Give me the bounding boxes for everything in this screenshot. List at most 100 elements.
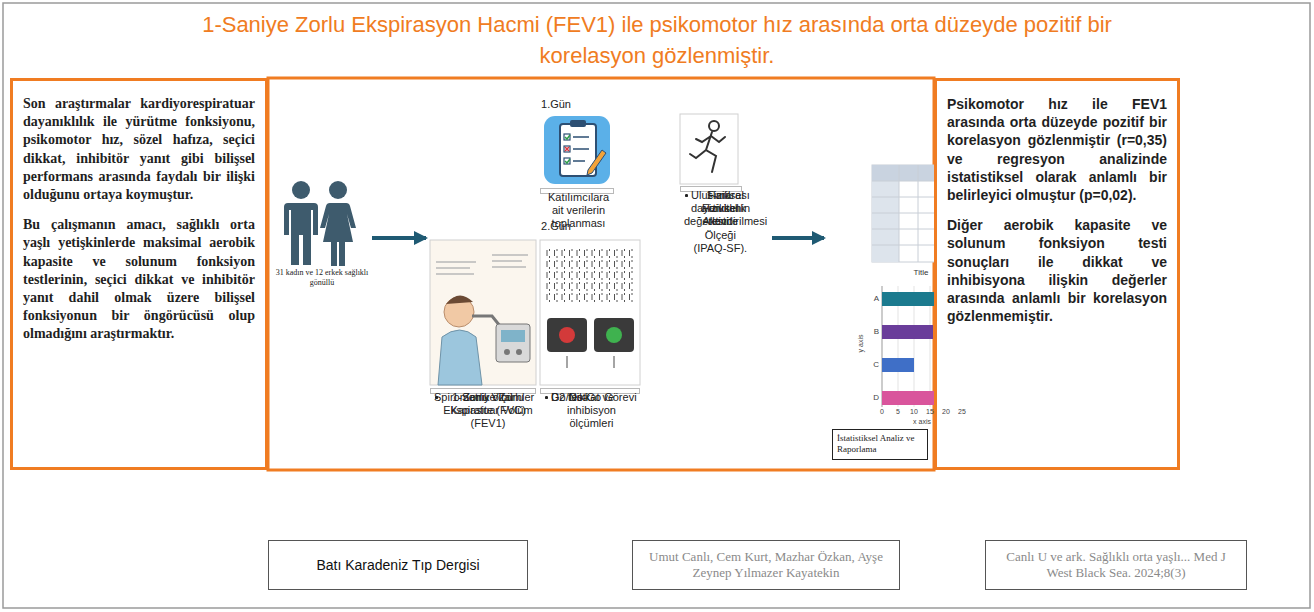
clipboard-icon: [564, 158, 570, 164]
attention-test-scene: [592, 271, 595, 280]
background-box: Son araştırmalar kardiyorespiratuar daya…: [10, 78, 268, 470]
results-table: [937, 165, 938, 262]
chart-label: B: [870, 327, 879, 336]
attention-test-scene: [630, 293, 633, 302]
attention-test-scene: [592, 282, 595, 291]
attention-test-scene: [562, 282, 565, 291]
results-table: [872, 165, 975, 262]
results-table: [872, 165, 975, 181]
attention-test-scene: [630, 282, 633, 291]
attention-test-scene: [615, 293, 618, 302]
spirometry-scene: [516, 349, 522, 355]
chart-label: 20: [936, 408, 956, 415]
attention-test-scene: [570, 271, 573, 280]
chart-label: 5: [888, 408, 908, 415]
spirometry-scene: [430, 240, 536, 385]
clipboard-icon: [565, 159, 570, 163]
center-frame: [268, 78, 934, 470]
chart-label: 15: [920, 408, 940, 415]
chart-label: 0: [872, 408, 892, 415]
attention-test-scene: [630, 249, 633, 258]
people-icon: [329, 181, 347, 199]
bullet-item: Zorlu Vital Kapasite (FVC): [434, 391, 535, 417]
attention-test-scene: [622, 293, 625, 302]
attention-test-scene: [577, 260, 580, 269]
chart-label: Title: [901, 268, 941, 277]
attention-test-scene: [594, 318, 634, 352]
attention-test-scene: [547, 249, 632, 302]
attention-test-scene: [570, 282, 573, 291]
spirometry-box: Spirometrik ölçümlerZorlu Vital Kapasite…: [430, 388, 536, 394]
activity-box: Fiziksel aktivitenin değerlendirilmesiUl…: [680, 186, 742, 192]
attention-test-scene: [615, 271, 618, 280]
attention-test-scene: [600, 260, 603, 269]
attention-test-scene: [567, 356, 614, 368]
results-box: Psikomotor hız ile FEV1 arasında orta dü…: [934, 78, 1180, 470]
chart-label: C: [870, 360, 879, 369]
attention-test-scene: [600, 282, 603, 291]
results-table: [918, 165, 919, 262]
box-text: 1.Gün: [526, 98, 586, 110]
attention-test-scene: [615, 260, 618, 269]
attention-test-scene: [577, 293, 580, 302]
attention-test-scene: [607, 282, 610, 291]
attention-test-scene: [615, 282, 618, 291]
attention-test-scene: [585, 271, 588, 280]
box-text: Bu çalışmanın amacı, sağlıklı orta yaşlı…: [23, 216, 255, 343]
attention-test-scene: [555, 282, 558, 291]
results-table: [872, 181, 899, 262]
attention-test-scene: [562, 271, 565, 280]
bullet-item: Go/No-Go Görevi: [544, 391, 637, 404]
attention-test-scene: [562, 293, 565, 302]
flow-arrow: [372, 236, 426, 240]
box-text: 31 kadın ve 12 erkek sağlıklı gönüllü: [274, 268, 370, 287]
attention-test-scene: [570, 249, 573, 258]
runner-figure: [690, 132, 725, 172]
attention-test-scene: [592, 260, 595, 269]
attention-test-scene: [562, 249, 565, 258]
attention-test-scene: [607, 293, 610, 302]
attention-test-scene: [607, 271, 610, 280]
attention-test-scene: [570, 260, 573, 269]
results-table: [872, 213, 975, 214]
box-text: Katılımcılara ait verilerin toplanması: [544, 191, 613, 231]
attention-test-scene: [547, 282, 550, 291]
attention-test-scene: [555, 260, 558, 269]
box-text: Psikomotor hız ile FEV1 arasında orta dü…: [947, 95, 1167, 204]
results-table: [872, 181, 975, 182]
attention-test-scene: [622, 249, 625, 258]
people-icon: [284, 181, 356, 266]
clipboard-icon: [570, 120, 586, 127]
attention-test-scene: [562, 260, 565, 269]
box-text: Son araştırmalar kardiyorespiratuar daya…: [23, 95, 255, 204]
attention-test-scene: [547, 293, 550, 302]
attention-test-scene: [547, 249, 550, 258]
bullet-item: D2 testi: [544, 391, 588, 404]
attention-test-scene: [622, 271, 625, 280]
attention-test-scene: [540, 240, 640, 385]
attention-test-scene: [577, 249, 580, 258]
attention-test-scene: [555, 293, 558, 302]
outer-frame: [3, 3, 1310, 608]
bar-chart: [882, 391, 951, 405]
clipboard-icon: [564, 134, 570, 140]
attention-box: Dikkat ve inhibisyon ölçümleriD2 testiGo…: [540, 388, 640, 394]
box-text: Umut Canlı, Cem Kurt, Mazhar Özkan, Ayşe…: [643, 549, 889, 582]
attention-test-scene: [607, 249, 610, 258]
bar-chart: [882, 358, 914, 372]
spirometry-scene: [472, 316, 500, 326]
results-table: [872, 229, 975, 230]
clipboard-icon: [565, 135, 570, 139]
spirometry-scene: [430, 240, 536, 385]
box-text: Canlı U ve ark. Sağlıklı orta yaşlı... M…: [996, 549, 1236, 582]
attention-test-scene: [547, 271, 550, 280]
attention-test-scene: [607, 260, 610, 269]
clipboard-icon: [544, 116, 610, 184]
attention-test-scene: [630, 260, 633, 269]
spirometry-scene: [504, 349, 510, 355]
clipboard-icon: [587, 150, 606, 175]
box-heading: Dikkat ve inhibisyon ölçümleri: [544, 391, 639, 431]
runner-figure: [709, 121, 719, 131]
attention-test-scene: [615, 249, 618, 258]
